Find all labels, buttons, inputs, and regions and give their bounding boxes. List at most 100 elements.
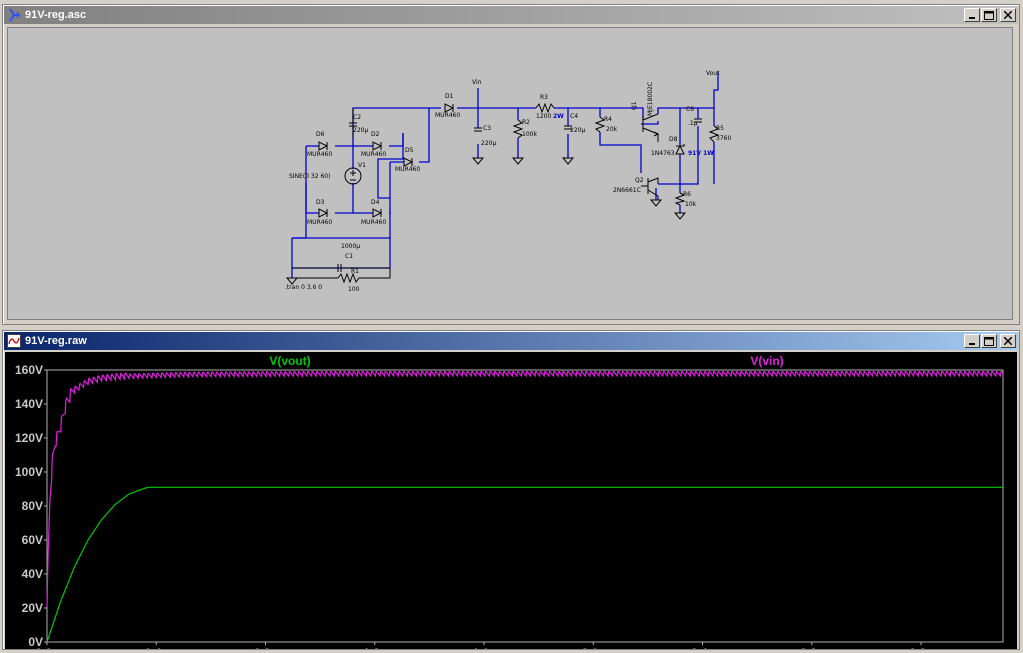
net-label-vout[interactable]: Vout (706, 70, 720, 77)
capacitor-c6[interactable] (694, 118, 702, 123)
label-r6-value: 10k (685, 201, 697, 208)
legend-vout[interactable]: V(vout) (269, 354, 310, 368)
x-tick-label: 0.8s (254, 646, 278, 649)
minimize-icon (969, 343, 975, 345)
label-d5-part: MUR460 (395, 166, 420, 173)
capacitor-c1[interactable] (292, 264, 390, 272)
schematic-wires (291, 72, 719, 278)
label-r3: R3 (540, 94, 548, 101)
label-c3: C3 (483, 125, 491, 132)
x-tick-label: 1.2s (363, 646, 387, 649)
y-tick-label: 100V (15, 465, 43, 479)
y-tick-label: 160V (15, 363, 43, 377)
schematic-close-button[interactable] (1000, 8, 1016, 22)
diode-d4[interactable] (372, 208, 383, 218)
label-c2-value: 220µ (353, 127, 368, 134)
trace-vout[interactable] (46, 486, 1003, 643)
schematic-minimize-button[interactable] (964, 8, 980, 22)
label-d5: D5 (405, 147, 414, 154)
resistor-r1[interactable] (292, 268, 391, 284)
resistor-r6[interactable] (674, 192, 686, 206)
schematic-titlebar[interactable]: 91V-reg.asc (4, 6, 1018, 24)
zener-d8[interactable] (675, 144, 685, 155)
label-d8: D8 (669, 136, 678, 143)
label-d4-part: MUR460 (361, 219, 386, 226)
label-c6: C6 (686, 106, 694, 113)
label-d2: D2 (371, 131, 380, 138)
waveform-title: 91V-reg.raw (25, 335, 87, 347)
x-tick-label: 0.0s (35, 646, 59, 649)
resistor-r2[interactable] (512, 119, 524, 139)
y-tick-label: 40V (22, 567, 43, 581)
label-c1: C1 (345, 253, 353, 260)
label-q1: Q1 (631, 101, 638, 110)
label-d4: D4 (371, 199, 380, 206)
x-tick-label: 2.4s (691, 646, 715, 649)
waveform-close-button[interactable] (1000, 334, 1016, 348)
label-r4-value: 20k (606, 126, 618, 133)
label-v1: V1 (358, 162, 366, 169)
waveform-app-icon (7, 334, 21, 348)
label-r3-power: 2W (553, 113, 564, 120)
label-d6-part: MUR460 (307, 151, 332, 158)
y-tick-label: 0V (28, 635, 43, 649)
ground-symbols (285, 157, 687, 285)
resistor-r4[interactable] (594, 116, 606, 133)
label-d2-part: MUR460 (361, 151, 386, 158)
waveform-minimize-button[interactable] (964, 334, 980, 348)
capacitor-c2[interactable] (349, 108, 357, 138)
diode-d5[interactable] (403, 157, 414, 167)
resistor-r5[interactable] (708, 125, 720, 143)
label-q2: Q2 (635, 177, 644, 184)
diode-d2[interactable] (372, 141, 383, 151)
legend-vin[interactable]: V(vin) (750, 354, 783, 368)
label-r2: R2 (522, 119, 530, 126)
label-v1-value: SINE(0 32 60) (289, 173, 330, 180)
plot-frame (46, 369, 1004, 643)
label-r2-value: 100k (522, 131, 537, 138)
label-c4-value: 220µ (570, 127, 585, 134)
waveform-titlebar[interactable]: 91V-reg.raw (4, 332, 1018, 350)
y-tick-label: 140V (15, 397, 43, 411)
waveform-maximize-button[interactable] (981, 334, 997, 348)
transistor-q1[interactable] (642, 113, 659, 142)
y-tick-label: 80V (22, 499, 43, 513)
traces (46, 370, 1004, 643)
resistor-r3[interactable] (535, 102, 555, 114)
schematic-drawing[interactable]: D6 MUR460 D2 MUR460 D3 MUR460 D4 MUR460 … (8, 28, 1012, 319)
waveform-chart[interactable]: V(vout) V(vin) 0V20V40V60V80V100V120V140… (5, 352, 1017, 653)
label-d8-part: 1N4763 (651, 150, 675, 157)
x-tick-label: 2.8s (800, 646, 824, 649)
maximize-icon (984, 336, 994, 346)
diode-d6[interactable] (318, 141, 329, 151)
x-tick-label: 3.2s (909, 646, 933, 649)
label-r1: R1 (351, 268, 359, 275)
trace-vin[interactable] (46, 370, 1004, 608)
schematic-title: 91V-reg.asc (25, 9, 87, 21)
label-c4: C4 (570, 113, 578, 120)
diode-d3[interactable] (318, 208, 329, 218)
diode-d1[interactable] (444, 103, 455, 113)
capacitor-c4[interactable] (564, 125, 572, 130)
tran-directive[interactable]: .tran 0 3.6 0 (285, 284, 322, 291)
capacitor-c3[interactable] (474, 127, 482, 132)
label-q2-part: 2N6661C (613, 187, 641, 194)
minimize-icon (969, 17, 975, 19)
label-c1-value: 1000µ (341, 243, 360, 250)
schematic-canvas[interactable]: D6 MUR460 D2 MUR460 D3 MUR460 D4 MUR460 … (7, 27, 1013, 320)
label-c3-value: 220µ (481, 140, 496, 147)
y-tick-label: 20V (22, 601, 43, 615)
x-tick-label: 2.0s (582, 646, 606, 649)
label-d1: D1 (445, 93, 454, 100)
net-label-vin[interactable]: Vin (472, 79, 482, 86)
label-r4: R4 (604, 116, 612, 123)
schematic-components (285, 102, 720, 285)
schematic-maximize-button[interactable] (981, 8, 997, 22)
y-tick-label: 120V (15, 431, 43, 445)
x-axis[interactable]: 0.0s0.4s0.8s1.2s1.6s2.0s2.4s2.8s3.2s (35, 642, 933, 653)
voltage-source-v1[interactable] (344, 167, 362, 185)
schematic-window[interactable]: 91V-reg.asc (2, 4, 1020, 325)
